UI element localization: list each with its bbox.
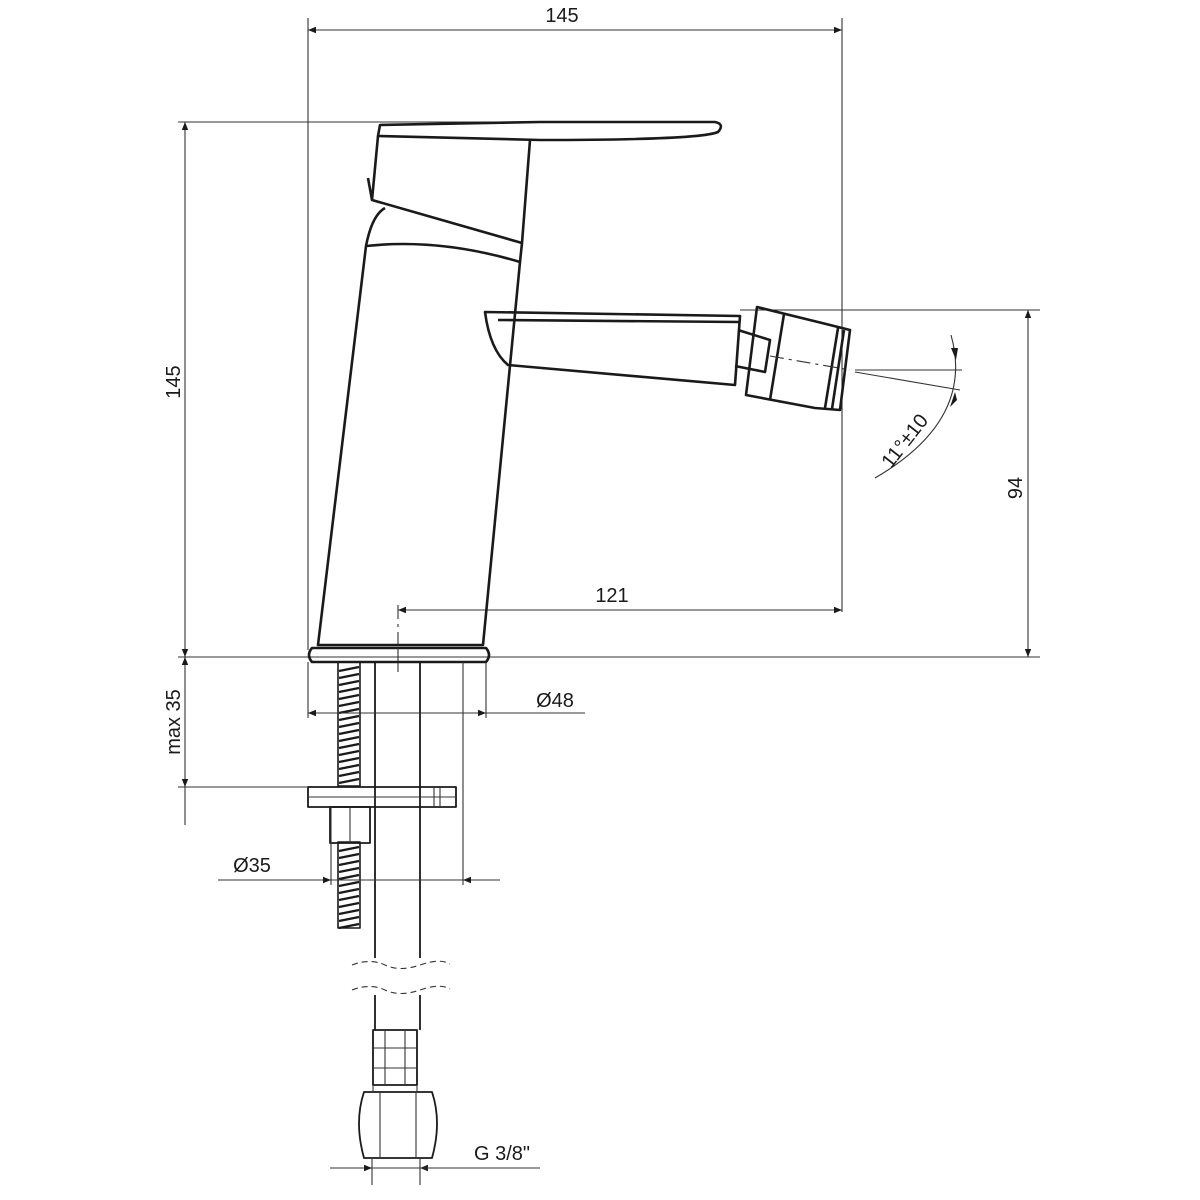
thread-line	[338, 845, 360, 853]
dimension-spout-reach: 121	[397, 585, 842, 672]
overall-height-label: 145	[163, 365, 185, 398]
max-thickness-label: max 35	[163, 689, 185, 755]
hole-diameter-label: Ø35	[233, 855, 271, 877]
thread-line	[338, 686, 360, 694]
base-diameter-label: Ø48	[536, 690, 574, 712]
thread-line	[338, 763, 360, 771]
mounting-nut	[329, 806, 371, 844]
base-plate	[307, 646, 491, 664]
thread-line	[338, 859, 360, 867]
thread-line	[338, 714, 360, 722]
thread-line	[338, 922, 360, 930]
thread-line	[338, 728, 360, 736]
thread-line	[338, 749, 360, 757]
thread-line	[338, 735, 360, 743]
thread-line	[338, 894, 360, 902]
dimension-base-diameter: Ø48	[307, 662, 585, 718]
thread-line	[338, 770, 360, 778]
thread-line	[338, 873, 360, 881]
thread-line	[338, 672, 360, 680]
lever-handle	[366, 120, 723, 263]
spray-angle-label: 11°±10	[878, 410, 933, 472]
thread-line	[338, 742, 360, 750]
mounting-washer	[307, 786, 457, 808]
spout-height-label: 94	[1005, 477, 1027, 499]
spray-nozzle	[734, 305, 852, 412]
spout-reach-label: 121	[595, 585, 628, 607]
dimension-overall-height: 145	[163, 121, 1040, 658]
spout	[483, 310, 742, 387]
thread-line	[338, 679, 360, 687]
thread-line	[338, 915, 360, 923]
thread-line	[338, 707, 360, 715]
supply-pipe	[351, 662, 451, 1030]
thread-line	[338, 852, 360, 860]
dimension-spray-angle: 11°±10	[854, 334, 962, 479]
dimension-overall-width: 145	[307, 5, 843, 650]
thread-line	[338, 756, 360, 764]
dimension-max-thickness: max 35	[163, 657, 308, 825]
hose-connection-fitting	[358, 1029, 438, 1159]
thread-line	[338, 866, 360, 874]
thread-line	[338, 887, 360, 895]
dimension-connection-thread: G 3/8"	[330, 1143, 540, 1185]
threaded-rod	[337, 661, 361, 930]
thread-line	[338, 777, 360, 785]
thread-line	[338, 700, 360, 708]
faucet-body	[316, 206, 522, 647]
thread-line	[338, 880, 360, 888]
thread-line	[338, 908, 360, 916]
thread-line	[338, 721, 360, 729]
connection-thread-label: G 3/8"	[474, 1143, 530, 1165]
overall-width-label: 145	[545, 5, 578, 27]
thread-line	[338, 901, 360, 909]
dimension-spout-height: 94	[740, 309, 1040, 657]
thread-line	[338, 693, 360, 701]
thread-line	[338, 665, 360, 673]
dimension-hole-diameter: Ø35	[218, 662, 500, 885]
